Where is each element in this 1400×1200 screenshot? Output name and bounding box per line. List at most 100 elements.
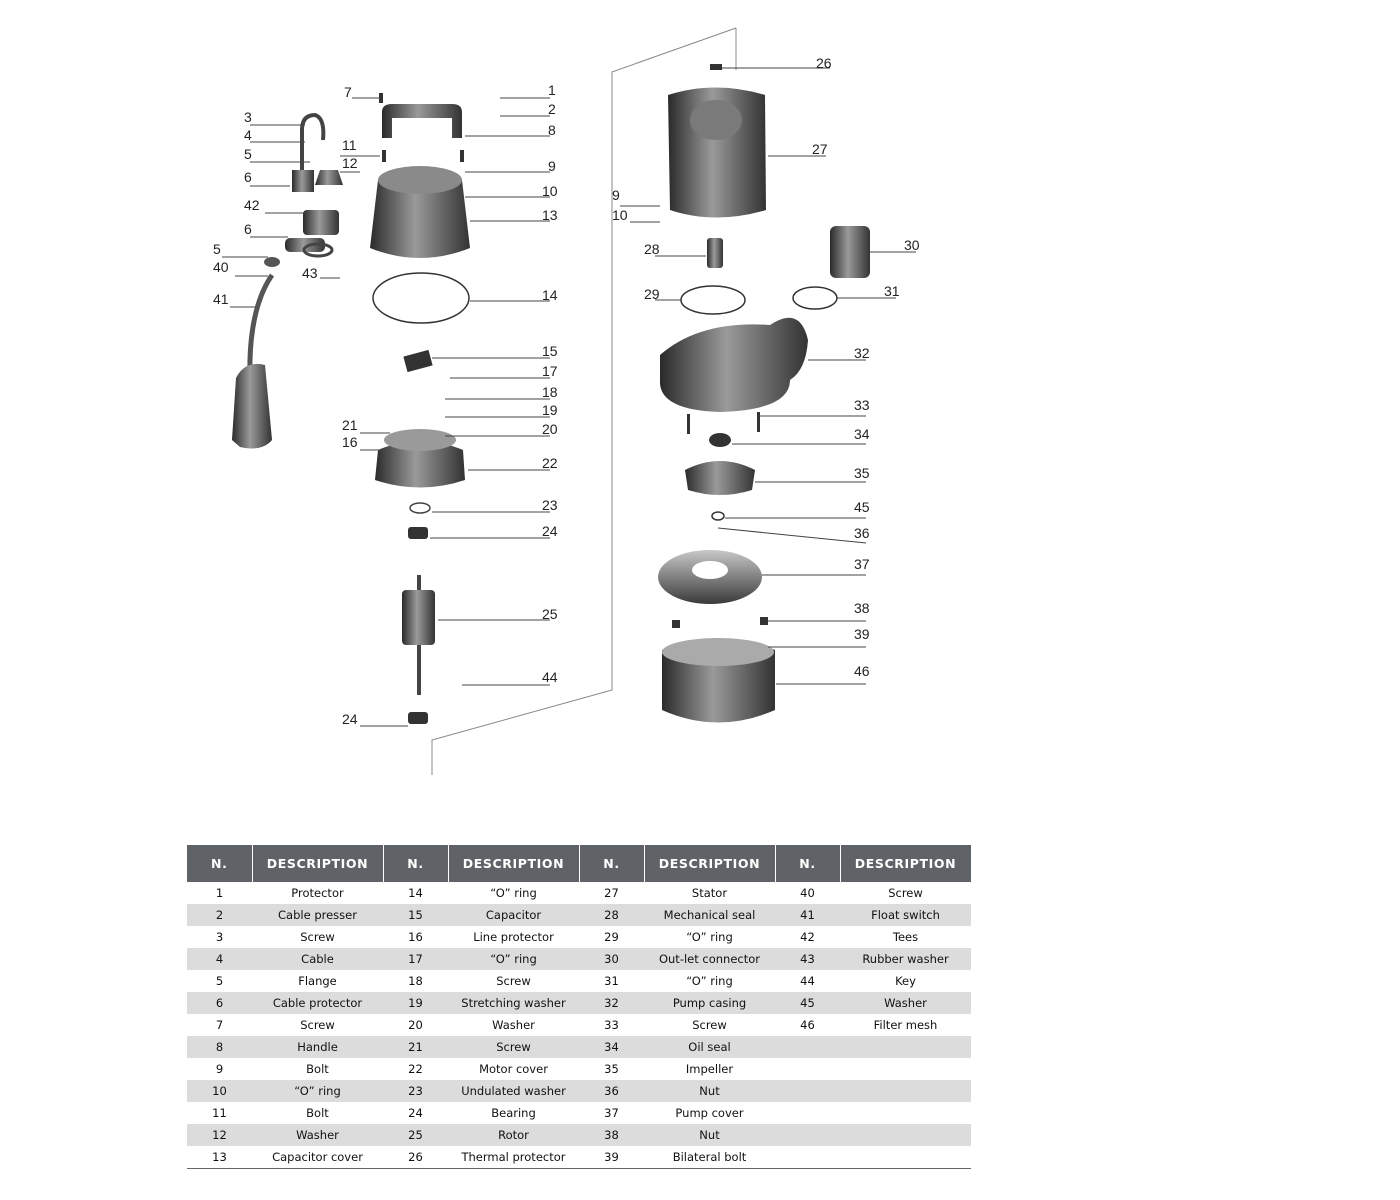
part-number-cell: 36 [579,1080,644,1102]
part-description-cell [840,1146,971,1169]
part-description-cell: Nut [644,1124,775,1146]
part-description-cell: Out-let connector [644,948,775,970]
column-header-number: N. [579,845,645,882]
part-number-cell: 8 [187,1036,252,1058]
part-number-label: 41 [213,291,229,307]
part-number-label: 30 [904,237,920,253]
part-description-cell [840,1080,971,1102]
part-description-cell: Handle [252,1036,383,1058]
part-number-label: 32 [854,345,870,361]
part-number-label: 26 [816,55,832,71]
part-description-cell: Screw [300,1018,335,1032]
part-number-label: 10 [542,183,558,199]
part-number-label: 22 [542,455,558,471]
part-number-label: 33 [854,397,870,413]
part-description-cell [840,1124,971,1146]
part-description-cell: Stretching washer [448,992,579,1014]
part-description-cell: Mechanical seal [644,904,775,926]
part-number-label: 24 [542,523,558,539]
part-number-cell: 11 [212,1106,227,1120]
part-number-label: 11 [342,137,357,153]
part-number-label: 43 [302,265,318,281]
part-description-cell: Nut [644,1080,775,1102]
part-description-cell: Rotor [448,1124,579,1146]
part-description-cell [840,1058,971,1080]
part-number-label: 38 [854,600,870,616]
part-number-label: 10 [612,207,628,223]
part-number-label: 5 [213,241,221,257]
part-description-cell: “O” ring [686,930,733,944]
part-description-cell: Line protector [473,930,554,944]
part-description-cell: Screw [888,886,923,900]
part-number-labels: 1 2 3 4 5 6 7 8 9 10 11 12 13 14 15 16 1… [213,55,920,727]
part-description-cell: Oil seal [644,1036,775,1058]
part-number-cell: 38 [579,1124,644,1146]
part-description-cell: Stator [691,886,728,900]
part-number-label: 36 [854,525,870,541]
part-number-cell: 28 [579,904,644,926]
part-description-cell: Screw [692,1018,727,1032]
part-number-label: 20 [542,421,558,437]
part-number-cell: 44 [800,974,815,988]
part-description-cell: Flange [298,974,337,988]
column-header-number: N. [383,845,449,882]
part-number-label: 45 [854,499,870,515]
part-number-cell: 45 [775,992,840,1014]
part-description-cell: Bilateral bolt [644,1146,775,1169]
part-number-cell [775,1036,840,1058]
part-number-label: 46 [854,663,870,679]
part-description-cell: “O” ring [490,886,537,900]
part-description-cell: “O” ring [252,1080,383,1102]
part-number-label: 14 [542,287,558,303]
part-number-cell [775,1124,840,1146]
part-description-cell: “O” ring [448,948,579,970]
column-header-number: N. [775,845,841,882]
exploded-pump-diagram: 1 2 3 4 5 6 7 8 9 10 11 12 13 14 15 16 1… [213,27,920,775]
part-number-cell: 18 [408,974,423,988]
part-number-label: 40 [213,259,229,275]
part-number-label: 35 [854,465,870,481]
part-description-cell: Cable protector [252,992,383,1014]
part-description-cell: Bolt [306,1106,329,1120]
part-description-cell: Pump casing [644,992,775,1014]
part-number-cell [775,1102,840,1124]
part-number-cell: 32 [579,992,644,1014]
part-number-label: 16 [342,434,358,450]
cable-assembly-drawing [232,112,343,449]
part-number-cell: 2 [187,904,252,926]
part-number-cell: 5 [215,974,224,988]
part-description-cell: Pump cover [675,1106,744,1120]
part-description-cell: Capacitor [448,904,579,926]
part-number-cell: 3 [215,930,224,944]
part-number-cell: 30 [579,948,644,970]
part-description-cell: Screw [448,1036,579,1058]
part-number-label: 42 [244,197,260,213]
part-number-cell: 10 [187,1080,252,1102]
part-number-cell: 1 [215,886,224,900]
part-description-cell: Cable [252,948,383,970]
part-number-label: 4 [244,127,252,143]
column-header-description: DESCRIPTION [252,845,384,882]
part-number-label: 3 [244,109,252,125]
part-number-label: 15 [542,343,558,359]
part-number-label: 18 [542,384,558,400]
part-number-cell: 15 [383,904,448,926]
part-number-cell: 46 [800,1018,815,1032]
part-number-label: 9 [548,158,556,174]
part-number-label: 27 [812,141,828,157]
part-number-label: 21 [342,417,358,433]
part-number-cell: 39 [579,1146,644,1169]
part-number-cell: 33 [604,1018,619,1032]
part-number-label: 25 [542,606,558,622]
part-number-cell [775,1058,840,1080]
part-description-cell: Washer [252,1124,383,1146]
part-description-cell: Screw [300,930,335,944]
part-number-cell: 13 [187,1146,252,1169]
part-number-cell: 9 [215,1062,224,1076]
part-number-cell: 17 [383,948,448,970]
